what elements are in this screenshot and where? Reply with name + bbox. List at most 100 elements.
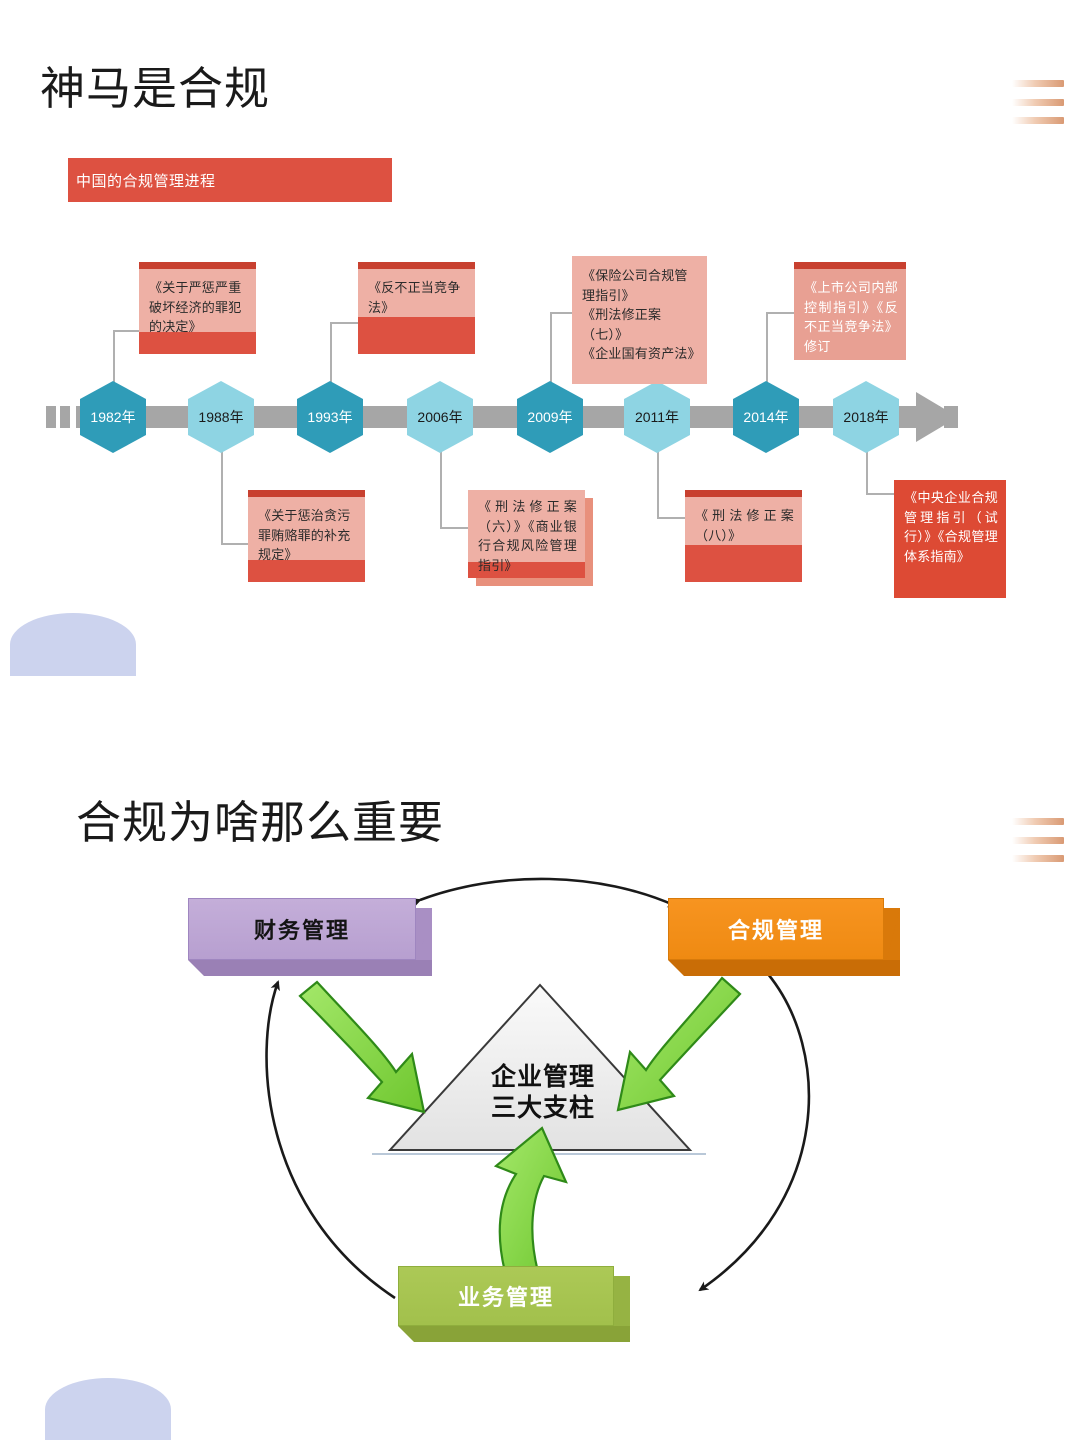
timeline-marker-1993[interactable]: 1993年 [297,381,363,453]
hamburger-bar [1012,855,1064,862]
connector-stem [330,322,332,392]
connector-stem [657,442,659,518]
timeline-marker-2011[interactable]: 2011年 [624,381,690,453]
connector-elbow [866,493,894,495]
pillar-label-compliance: 合规管理 [727,918,824,943]
timeline-marker-2006[interactable]: 2006年 [407,381,473,453]
timeline-card-1982[interactable]: 《关于严惩严重破坏经济的罪犯的决定》 [139,262,256,354]
timeline-card-2018[interactable]: 《中央企业合规管理指引（试行）》《合规管理体系指南》 [894,480,1006,598]
arrow-business-to-finance [265,980,396,1300]
subtitle-banner-label: 中国的合规管理进程 [76,172,216,190]
timeline-marker-1988[interactable]: 1988年 [188,381,254,453]
timeline-marker-2009[interactable]: 2009年 [517,381,583,453]
timeline-marker-label: 2014年 [743,408,789,425]
page-title-slide2: 合规为啥那么重要 [76,797,445,848]
timeline-marker-2018[interactable]: 2018年 [833,381,899,453]
card-text: 《关于惩治贪污罪贿赂罪的补充规定》 [248,497,365,562]
timeline-marker-label: 1988年 [198,408,244,425]
connector-elbow [657,517,685,519]
box-bottom [188,960,432,976]
timeline-marker-label: 2011年 [634,408,680,425]
box-face: 合规管理 [668,898,884,960]
card-body: 《刑法修正案（八）》 [685,490,802,582]
hamburger-bar [1012,836,1064,844]
card-topbar [139,262,256,269]
green-arrow-from-compliance [616,976,742,1112]
pillar-label-finance: 财务管理 [253,918,350,943]
box-face: 财务管理 [188,898,416,960]
timeline-marker-label: 2009年 [527,408,573,425]
connector-stem [113,330,115,392]
timeline-marker-label: 1993年 [307,408,353,425]
timeline-marker-1982[interactable]: 1982年 [80,381,146,453]
center-triangle-label: 企业管理 三大支柱 [443,1062,643,1123]
connector-elbow [221,543,248,545]
connector-stem [440,442,442,528]
hamburger-bar [1012,117,1064,124]
card-topbar [358,262,475,269]
timeline-marker-2014[interactable]: 2014年 [733,381,799,453]
hamburger-icon [1012,818,1064,862]
timeline-card-1993[interactable]: 《反不正当竞争法》 [358,262,475,354]
green-arrow-from-business [493,1126,568,1278]
box-side [416,908,432,970]
circulation-arrows [265,877,811,1300]
arrow-finance-to-compliance [410,877,678,908]
card-text: 《关于严惩严重破坏经济的罪犯的决定》 [139,269,256,334]
timeline-dash [46,406,56,428]
connector-elbow [766,312,794,314]
timeline-card-2009[interactable]: 《保险公司合规管理指引》 《刑法修正案（七）》 《企业国有资产法》 [572,256,707,384]
timeline-arrow-icon [916,392,958,442]
connector-elbow [113,330,139,332]
arrow-compliance-to-business [698,973,811,1292]
hamburger-bar [1012,98,1064,106]
card-body: 《刑法修正案（六）》《商业银行合规风险管理指引》 [468,490,585,578]
card-text: 《上市公司内部控制指引》《反不正当竞争法》修订 [804,280,898,354]
timeline-marker-label: 2006年 [417,408,463,425]
box-face: 业务管理 [398,1266,614,1326]
card-body: 《关于惩治贪污罪贿赂罪的补充规定》 [248,490,365,582]
box-side [614,1276,630,1336]
card-text: 《中央企业合规管理指引（试行）》《合规管理体系指南》 [904,490,998,564]
timeline-card-1988[interactable]: 《关于惩治贪污罪贿赂罪的补充规定》 [248,490,365,582]
card-body: 《上市公司内部控制指引》《反不正当竞争法》修订 [794,262,906,360]
connector-elbow [440,527,468,529]
page-title-slide1: 神马是合规 [40,63,271,114]
card-text: 《刑法修正案（八）》 [685,497,802,545]
pillar-box-compliance[interactable]: 合规管理 [668,898,900,976]
connector-stem [866,442,868,494]
connector-stem [221,442,223,544]
center-label-line2: 三大支柱 [490,1093,595,1122]
hamburger-bar [1012,80,1064,87]
timeline-card-2006[interactable]: 《刑法修正案（六）》《商业银行合规风险管理指引》 [468,490,593,586]
card-text: 《反不正当竞争法》 [358,269,475,317]
subtitle-banner: 中国的合规管理进程 [68,158,392,202]
connector-stem [550,312,552,392]
connector-elbow [550,312,572,314]
pillars-diagram [265,877,811,1300]
timeline-dash [60,406,70,428]
pillar-box-business[interactable]: 业务管理 [398,1266,630,1342]
green-inflow-arrows [298,976,742,1278]
card-body: 《关于严惩严重破坏经济的罪犯的决定》 [139,262,256,354]
timeline-card-2014[interactable]: 《上市公司内部控制指引》《反不正当竞争法》修订 [794,262,906,360]
box-bottom [668,960,900,976]
center-label-line1: 企业管理 [490,1063,595,1091]
card-body: 《中央企业合规管理指引（试行）》《合规管理体系指南》 [894,480,1006,598]
connector-elbow [330,322,358,324]
card-text: 《保险公司合规管理指引》 《刑法修正案（七）》 《企业国有资产法》 [582,268,701,361]
box-bottom [398,1326,630,1342]
timeline-marker-label: 1982年 [90,408,136,425]
box-side [884,908,900,970]
slide-compliance-timeline: 神马是合规 中国的合规管理进程 [10,63,1064,676]
connector-stem [766,312,768,392]
decorative-semicircle [10,613,136,676]
hamburger-bar [1012,818,1064,825]
card-topbar [248,490,365,497]
pillar-label-business: 业务管理 [457,1285,554,1310]
pillar-box-finance[interactable]: 财务管理 [188,898,432,976]
timeline-card-2011[interactable]: 《刑法修正案（八）》 [685,490,802,582]
timeline-track [76,406,936,428]
hamburger-icon [1012,80,1064,124]
